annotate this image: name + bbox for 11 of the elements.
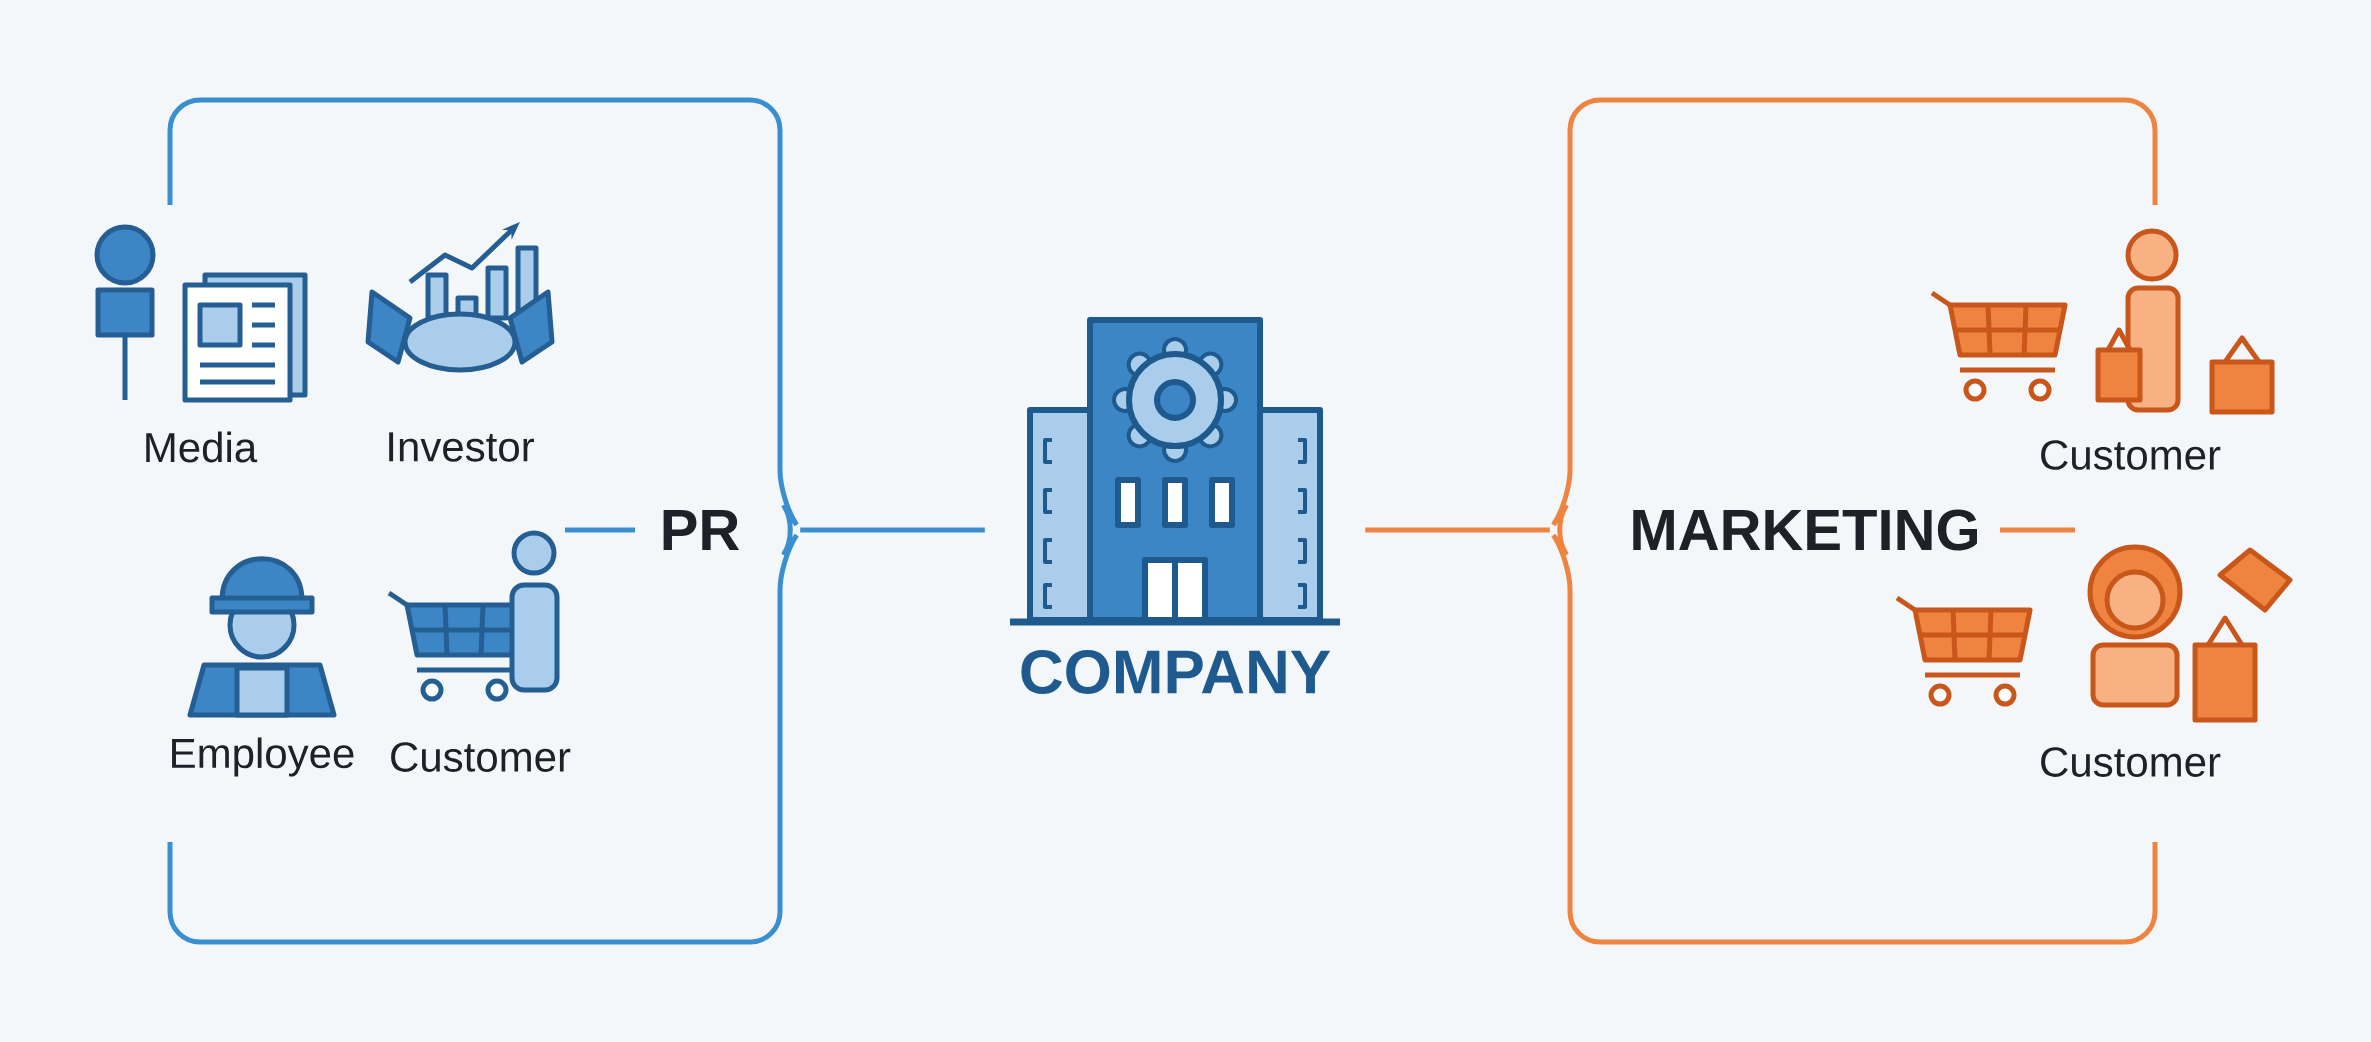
- stakeholder-label: Customer: [2041, 440, 2221, 470]
- stakeholder-label: Customer: [391, 742, 571, 772]
- stakeholder-label: Employee: [172, 737, 354, 777]
- connector-line: [1365, 527, 1550, 533]
- group-title: PR: [663, 510, 740, 550]
- stakeholder-label: Media: [146, 431, 258, 463]
- stakeholder-label: Investor: [389, 432, 534, 462]
- connector-line: [800, 527, 985, 533]
- company-label: COMPANY: [1021, 650, 1331, 694]
- stakeholder-label: Customer: [2041, 747, 2221, 777]
- group-title: MARKETING: [1633, 509, 1977, 551]
